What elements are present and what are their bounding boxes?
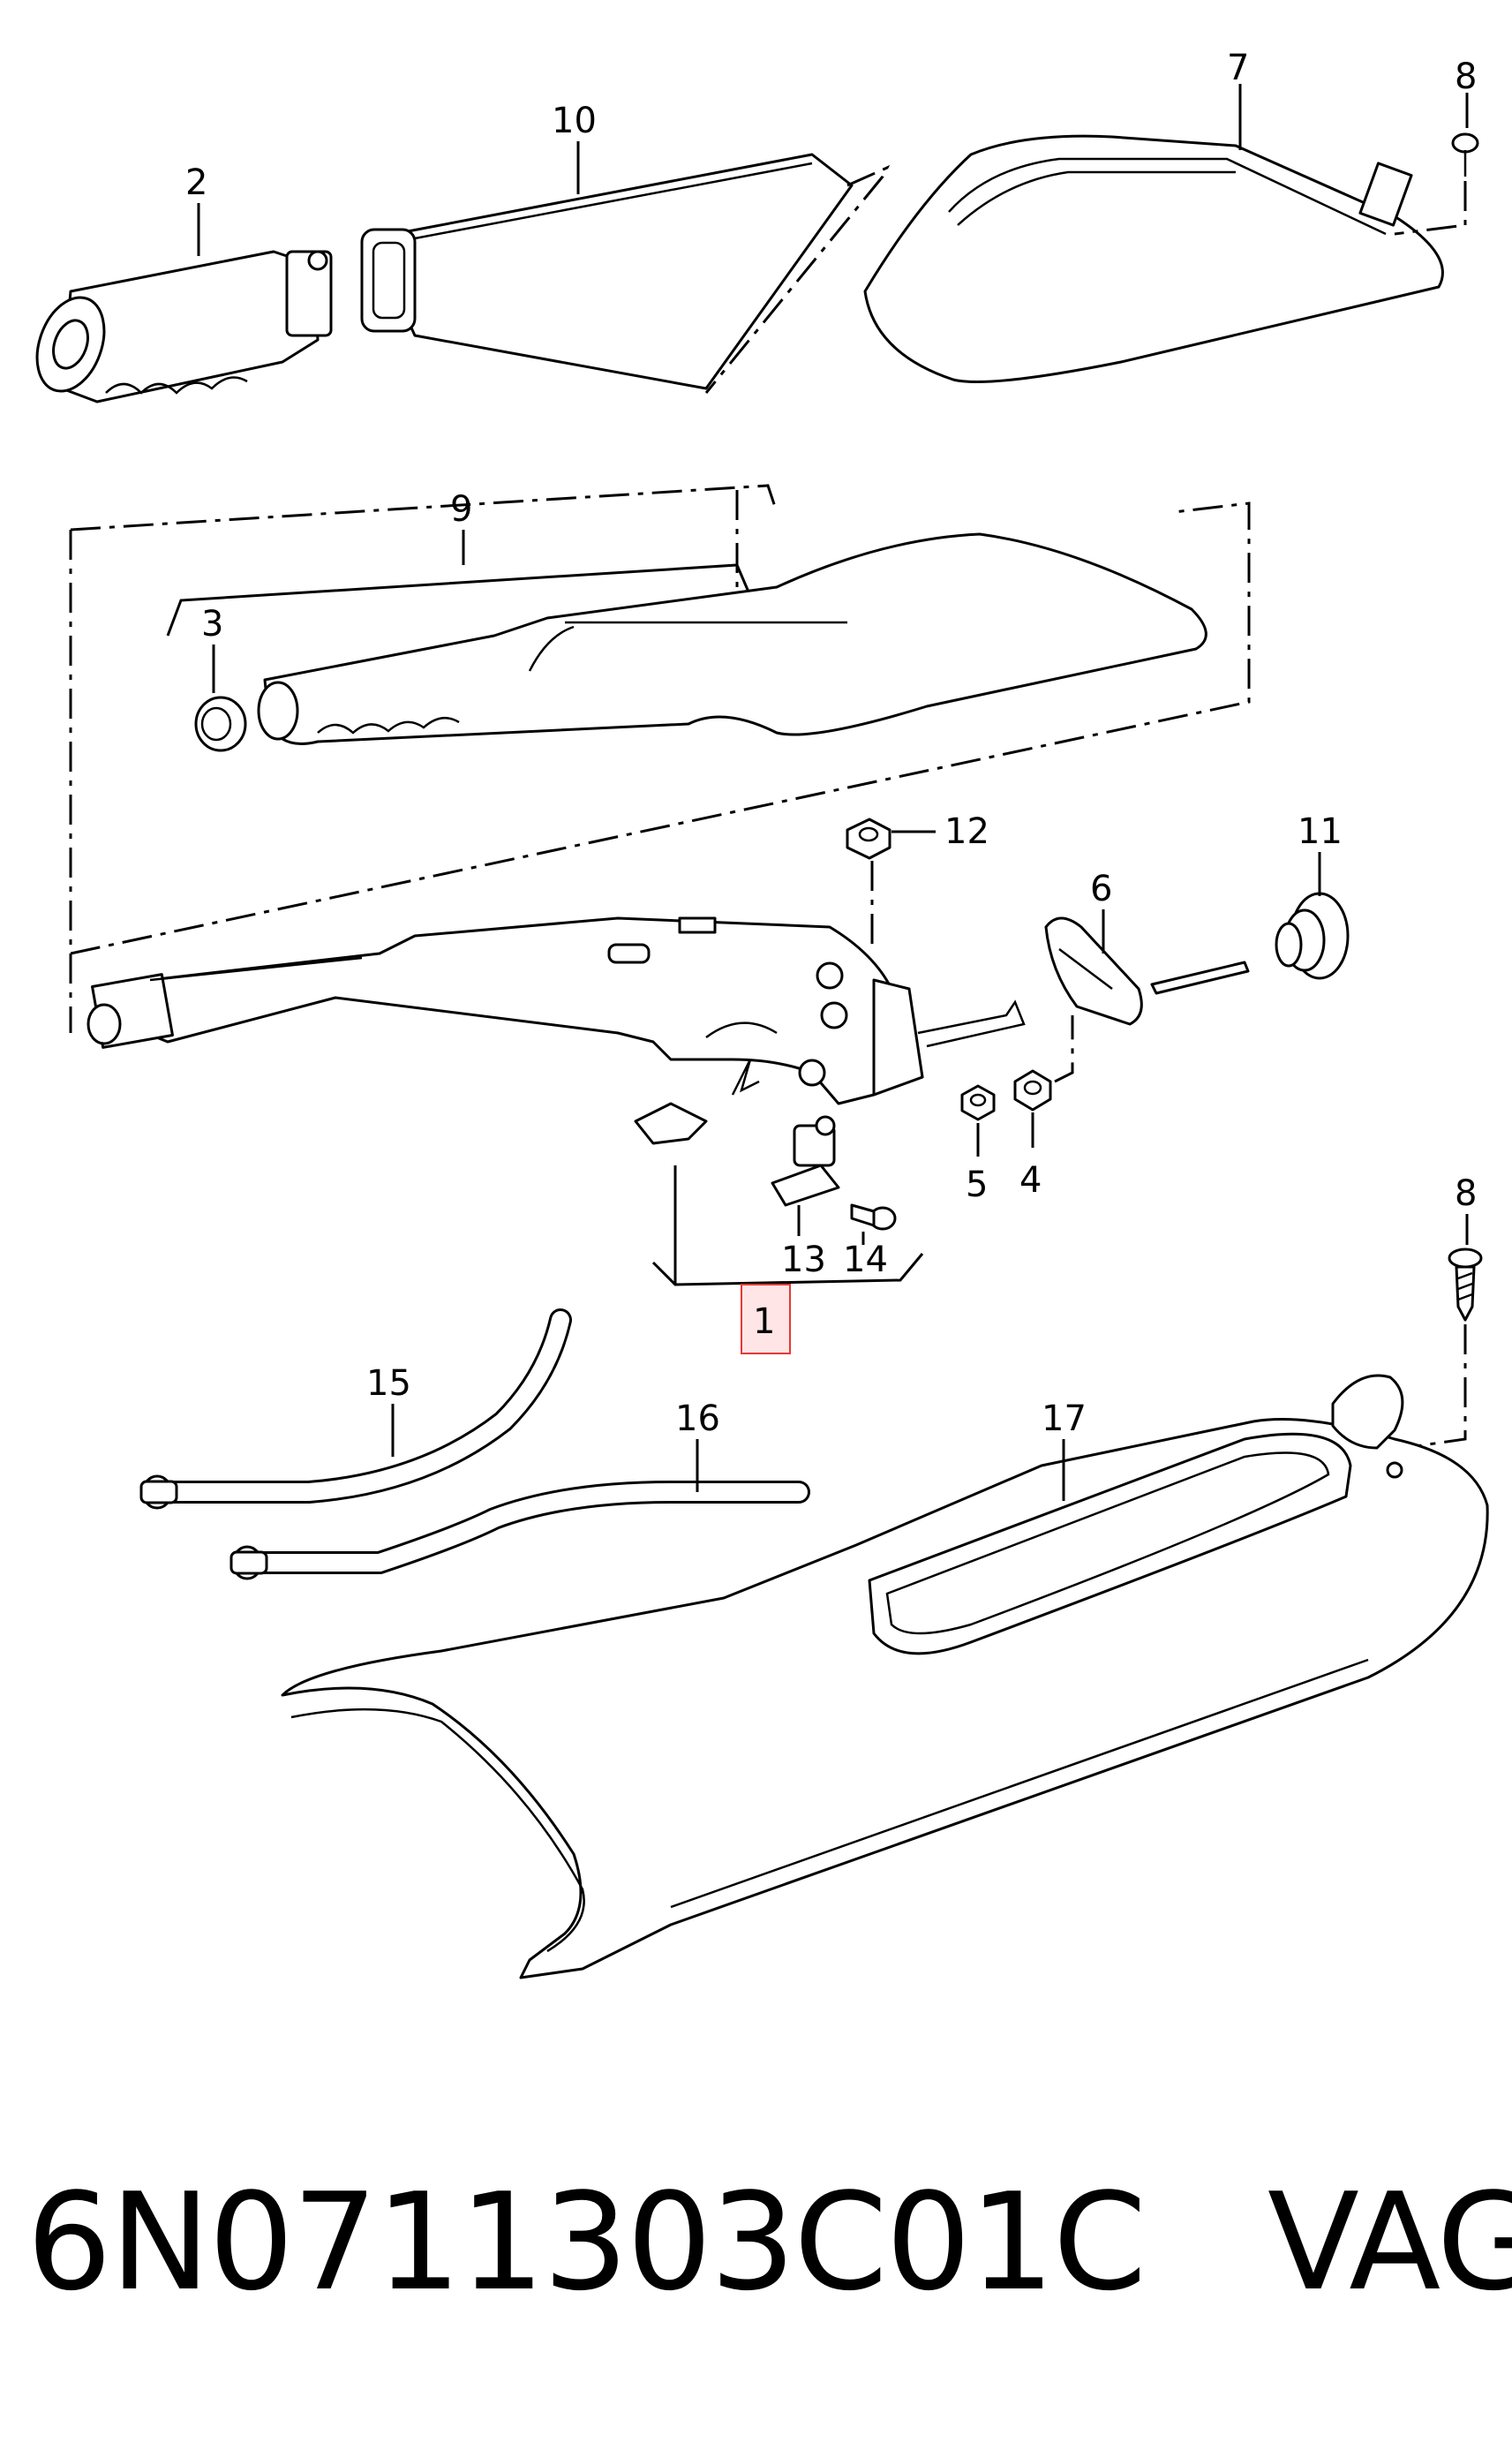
- part-13-warning-switch: [771, 1115, 840, 1207]
- dash-8-lower: [1403, 1324, 1467, 1450]
- dash-8-top: [1394, 181, 1467, 236]
- callout-15: 15: [366, 1363, 411, 1404]
- part-16-brake-cable: [229, 1481, 810, 1580]
- part-5-nut: [960, 1084, 996, 1121]
- callout-14: 14: [843, 1240, 888, 1280]
- callout-12: 12: [944, 811, 989, 852]
- part-7-console-top-cover: [863, 134, 1444, 383]
- bracket-1: [651, 1253, 924, 1286]
- callout-1: 1: [753, 1301, 775, 1342]
- callout-10: 10: [552, 101, 597, 141]
- callout-6: 6: [1090, 869, 1112, 909]
- threaded-rod: [1150, 961, 1250, 995]
- bracket-9: [166, 563, 752, 637]
- callout-17: 17: [1042, 1398, 1087, 1439]
- part-6-equaliser: [1044, 916, 1143, 1026]
- callout-5: 5: [966, 1165, 988, 1205]
- callout-8-lower: 8: [1455, 1173, 1477, 1214]
- part-17-center-console: [281, 1374, 1489, 1979]
- part-3-end-cap: [194, 696, 247, 752]
- callout-1-highlight: [741, 1284, 791, 1354]
- part-8-screw-top: [1451, 132, 1479, 177]
- part-10-cover-sleeve: [360, 153, 854, 390]
- part-15-brake-cable: [139, 1308, 572, 1510]
- part-1-handbrake-lever: [87, 916, 1026, 1145]
- dash-frame-9-top: [70, 484, 779, 531]
- callout-16: 16: [675, 1398, 720, 1439]
- callout-8-top: 8: [1455, 57, 1477, 97]
- part-4-nut: [1013, 1069, 1052, 1112]
- callout-9: 9: [450, 489, 472, 530]
- dash-10: [704, 164, 891, 394]
- part-8-screw-lower: [1448, 1248, 1483, 1322]
- callout-13: 13: [781, 1240, 826, 1280]
- callout-4: 4: [1019, 1160, 1042, 1201]
- callout-2: 2: [185, 162, 207, 203]
- part-2-handle-grip: [35, 250, 333, 403]
- callout-7: 7: [1227, 48, 1249, 88]
- part-12-nut: [846, 818, 891, 860]
- callout-11: 11: [1298, 811, 1343, 852]
- part-11-adjuster-nut: [1275, 892, 1350, 980]
- callout-3: 3: [201, 604, 223, 645]
- dash-4: [1054, 1015, 1074, 1083]
- part-9-lever-cover: [257, 532, 1207, 745]
- dash-frame-9-right: [70, 501, 1251, 955]
- part-number-caption: 6N0711303C01C VAG: [26, 2164, 1512, 2320]
- part-14-screw: [850, 1203, 897, 1231]
